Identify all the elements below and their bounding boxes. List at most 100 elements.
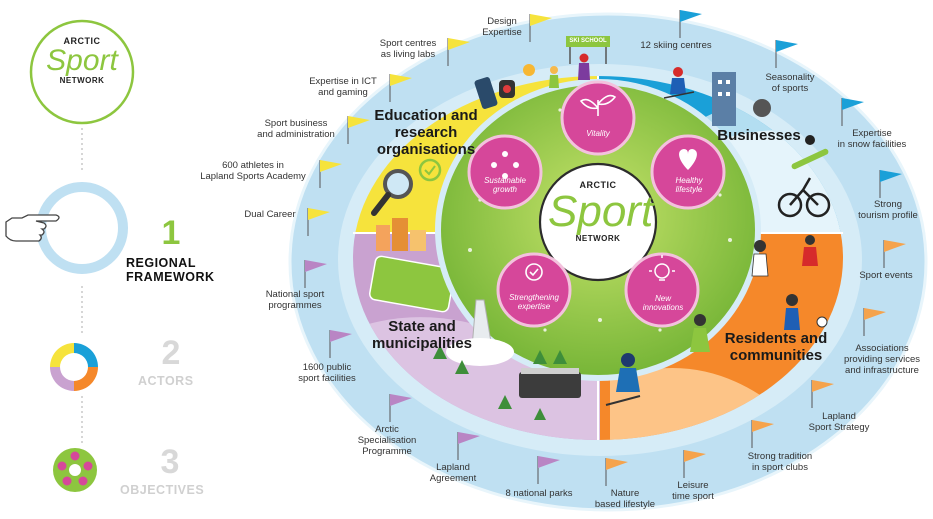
ski-school-sign-text: SKI SCHOOL	[569, 38, 607, 44]
flag-snow-facilities	[841, 98, 864, 126]
flag-ict-gaming	[389, 74, 412, 102]
center-logo-arctic: ARCTIC	[579, 180, 617, 190]
flag-associations	[863, 308, 886, 336]
flag-label-seasonality: Seasonality of sports	[765, 72, 815, 94]
flag-arctic-specialisation	[389, 394, 412, 422]
step-3[interactable]: 3 OBJECTIVES	[120, 445, 240, 497]
step-2[interactable]: 2 ACTORS	[126, 336, 236, 388]
hockey-player-icon	[605, 353, 641, 406]
lightbulb-deco-icon	[523, 64, 535, 76]
flag-strong-tradition	[751, 420, 774, 448]
step-1-label-2: FRAMEWORK	[126, 270, 215, 284]
flag-national-programmes	[304, 260, 327, 288]
flag-label-nature-lifestyle: Nature based lifestyle	[594, 488, 656, 510]
flag-athletes	[319, 160, 342, 188]
flag-sport-centres	[447, 38, 470, 66]
people-network-icon	[491, 151, 519, 179]
flag-national-parks	[537, 456, 560, 484]
flags	[304, 10, 906, 486]
ice-rink	[610, 368, 760, 440]
cyclist-icon	[777, 177, 831, 218]
objective-healthy-circle	[650, 134, 726, 210]
flag-label-associations: Associations providing services and infr…	[843, 343, 921, 376]
flag-label-arctic-specialisation: Arctic Specialisation Programme	[357, 424, 417, 457]
tennis-player-icon	[751, 240, 769, 277]
step-1-label-1: REGIONAL	[126, 256, 196, 270]
flag-label-lapland-agreement: Lapland Agreement	[429, 462, 477, 484]
objective-vitality-circle	[560, 80, 636, 156]
flag-label-national-programmes: National sport programmes	[265, 289, 325, 311]
flag-label-sport-strategy: Lapland Sport Strategy	[808, 411, 870, 433]
logo: ARCTIC Sport NETWORK	[27, 36, 137, 85]
flag-label-national-parks: 8 national parks	[505, 488, 573, 499]
trees-icon	[433, 345, 567, 420]
actors-donut-icon	[50, 343, 98, 391]
city-buildings-icon	[376, 218, 426, 251]
step-2-label: ACTORS	[138, 374, 194, 388]
step-3-label: OBJECTIVES	[120, 483, 205, 497]
objective-vitality-label: Vitality	[586, 129, 610, 138]
football-player-icon	[784, 294, 828, 330]
hotel-building-icon	[712, 72, 736, 126]
phone-icon	[474, 77, 498, 109]
step-3-number: 3	[160, 443, 180, 481]
pointing-hand-icon	[5, 214, 60, 242]
sector-title-businesses: Businesses	[717, 127, 801, 144]
flag-tourism-profile	[879, 170, 902, 198]
objective-sustainable-circle	[467, 134, 543, 210]
flag-label-sport-events: Sport events	[859, 270, 913, 281]
objective-innovations-label: New innovations	[642, 294, 684, 312]
logo-circle	[29, 19, 135, 125]
objective-innovations-circle	[624, 252, 700, 328]
flag-public-facilities	[329, 330, 352, 358]
flag-sport-strategy	[811, 380, 834, 408]
flag-sport-events	[883, 240, 906, 268]
logo-arctic: ARCTIC	[63, 36, 101, 46]
flag-design-expertise	[529, 14, 552, 42]
step-2-number: 2	[161, 334, 181, 372]
logo-sport: Sport	[46, 44, 118, 77]
lightbulb-icon	[649, 255, 675, 281]
snow-dome	[446, 338, 514, 366]
sector-title-education: Education and research organisations	[374, 107, 478, 158]
flag-label-ict-gaming: Expertise in ICT and gaming	[309, 76, 377, 98]
skier-icon	[663, 67, 695, 99]
flag-label-athletes: 600 athletes in Lapland Sports Academy	[200, 160, 306, 182]
instructor-icon	[578, 53, 590, 80]
center-logo: ARCTIC Sport NETWORK	[548, 180, 654, 243]
flag-label-strong-tradition: Strong tradition in sport clubs	[747, 451, 813, 473]
flag-sport-business	[347, 116, 370, 144]
objectives-icon	[53, 448, 97, 492]
flag-lapland-agreement	[457, 432, 480, 460]
flag-skiing-centres	[679, 10, 702, 38]
child-skier-icon	[549, 66, 559, 88]
center-logo-network: NETWORK	[575, 234, 621, 243]
step-1[interactable]: 1 REGIONAL FRAMEWORK	[126, 216, 236, 284]
flag-label-sport-centres: Sport centres as living labs	[379, 38, 437, 60]
flag-seasonality	[775, 40, 798, 68]
heart-icon	[679, 149, 697, 170]
objective-strengthening-circle	[496, 252, 572, 328]
magnifier-icon	[371, 169, 413, 216]
objective-healthy-label: Healthy lifestyle	[675, 176, 703, 194]
center-logo-sport: Sport	[548, 187, 654, 236]
snowboarder-icon	[791, 135, 829, 170]
logo-network: NETWORK	[59, 76, 105, 85]
flag-label-design-expertise: Design Expertise	[482, 16, 522, 38]
sector-title-state: State and municipalities	[372, 318, 473, 352]
flag-dual-career	[307, 208, 330, 236]
runner-icon	[802, 235, 818, 266]
flag-label-dual-career: Dual Career	[244, 209, 296, 220]
kettlebell-icon	[753, 99, 771, 117]
sprout-icon	[579, 94, 617, 116]
sports-hall-icon	[519, 368, 581, 398]
flag-label-leisure-sport: Leisure time sport	[672, 480, 714, 502]
step-1-number: 1	[161, 214, 181, 252]
flag-label-skiing-centres: 12 skiing centres	[640, 40, 712, 51]
flag-label-tourism-profile: Strong tourism profile	[858, 199, 918, 221]
flag-label-snow-facilities: Expertise in snow facilities	[837, 128, 907, 150]
check-badge-icon	[418, 158, 442, 182]
objective-circles	[467, 80, 726, 328]
flag-label-sport-business: Sport business and administration	[257, 118, 335, 140]
